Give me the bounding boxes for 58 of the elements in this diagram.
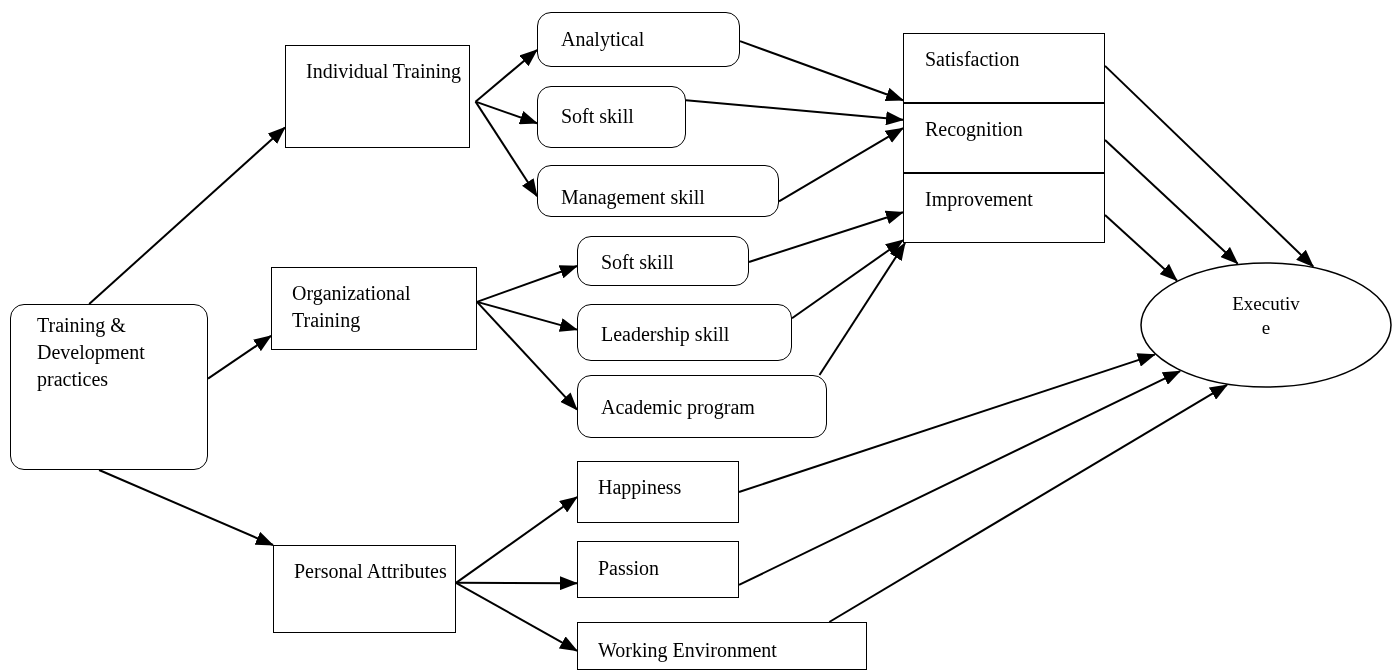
process-box (577, 622, 867, 670)
node-label: Individual Training (306, 59, 461, 85)
arrow (455, 581, 578, 652)
arrow (748, 210, 904, 263)
rounded-box (537, 86, 686, 148)
process-box (903, 103, 1105, 173)
process-box (903, 33, 1105, 103)
node-label: Happiness (598, 475, 683, 501)
arrow (474, 100, 538, 125)
rounded-box (577, 304, 792, 361)
arrow (207, 334, 272, 380)
node-label: Recognition (925, 117, 1024, 143)
node-label: Organizational Training (292, 281, 412, 334)
node-label: Personal Attributes (294, 559, 447, 584)
node-label: Soft skill (601, 250, 675, 275)
process-box (285, 45, 470, 148)
process-box (273, 545, 456, 633)
node-label: Management skill (561, 185, 706, 211)
ellipse-node (1140, 262, 1392, 388)
node-label: Working Environment (598, 638, 778, 664)
arrow (738, 353, 1156, 493)
arrow (476, 300, 578, 411)
arrow (1104, 64, 1315, 268)
node-label: Passion (598, 556, 661, 581)
rounded-box (537, 12, 740, 67)
rounded-box (577, 236, 749, 286)
rounded-box (10, 304, 208, 470)
arrow (1104, 214, 1178, 282)
rounded-box (537, 165, 779, 217)
process-box (577, 461, 739, 523)
arrow (738, 370, 1182, 586)
arrow (739, 40, 904, 102)
arrow (818, 242, 906, 376)
arrow (455, 576, 578, 591)
process-box (577, 541, 739, 598)
node-label: Leadership skill (601, 322, 731, 348)
arrow (98, 469, 274, 546)
arrow (828, 383, 1229, 623)
arrow (1104, 139, 1239, 265)
arrow (88, 126, 286, 305)
arrow (476, 265, 578, 303)
node-label: Soft skill (561, 104, 635, 129)
process-box (271, 267, 477, 350)
arrow (455, 495, 578, 584)
node-label: Executiv e (1231, 292, 1301, 340)
node-label: Training & Development practices (37, 313, 146, 393)
arrow (474, 100, 538, 198)
rounded-box (577, 375, 827, 438)
node-label: Analytical (561, 27, 646, 53)
arrow (685, 99, 904, 126)
arrow (474, 48, 538, 103)
node-label: Academic program (601, 395, 756, 421)
node-label: Improvement (925, 187, 1034, 213)
arrow (476, 300, 578, 332)
arrow (778, 127, 904, 203)
arrow (791, 239, 904, 320)
process-box (903, 173, 1105, 243)
node-label: Satisfaction (925, 47, 1021, 72)
